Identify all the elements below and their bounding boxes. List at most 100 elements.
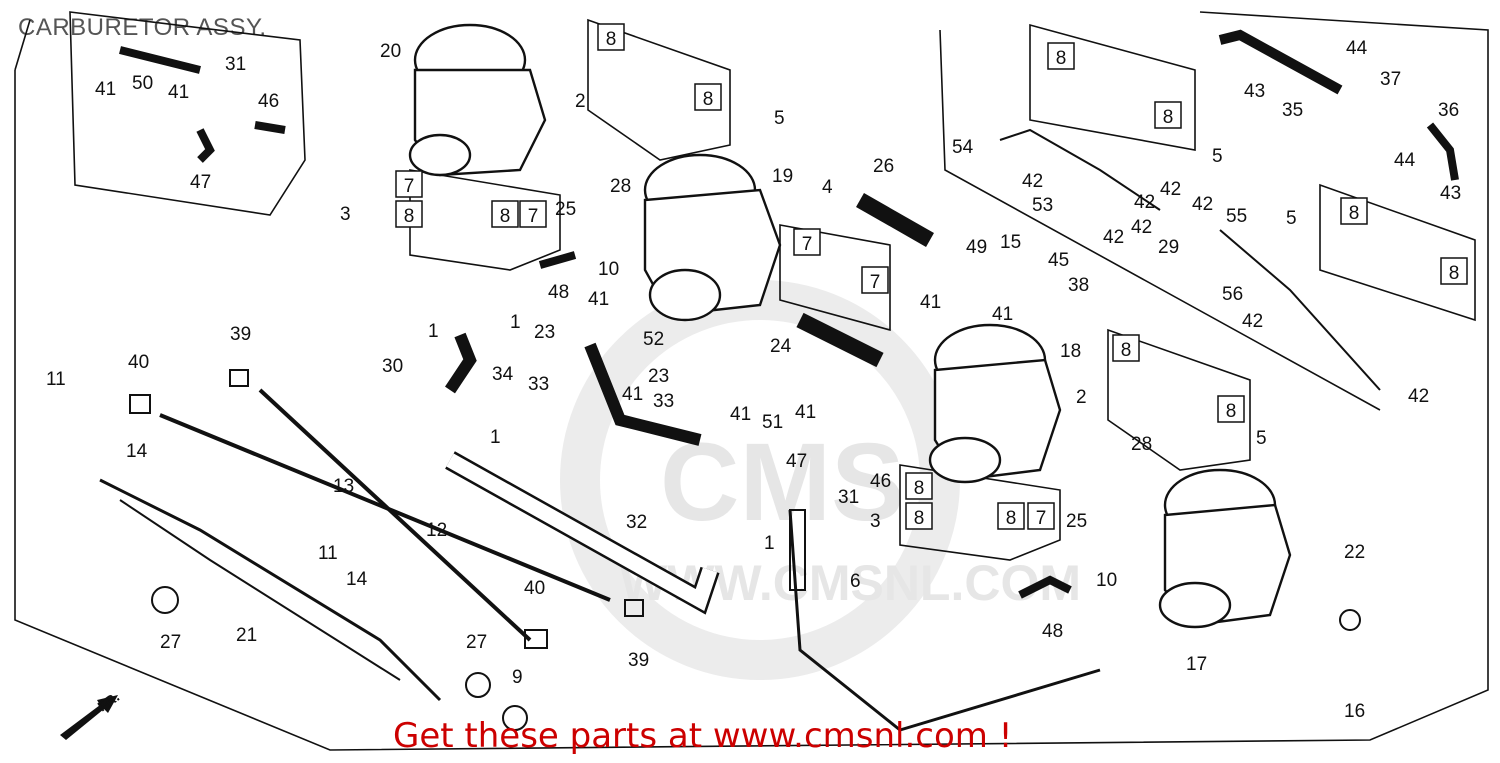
svg-text:7: 7: [404, 176, 415, 197]
callout: 46: [258, 91, 279, 112]
callout: 5: [1212, 146, 1223, 167]
svg-text:8: 8: [500, 206, 511, 227]
callout: 1: [764, 533, 775, 554]
callout: 42: [1022, 171, 1043, 192]
callout: 24: [770, 336, 792, 357]
callout: 23: [534, 322, 555, 343]
hose-32: [446, 453, 718, 611]
svg-text:7: 7: [870, 272, 881, 293]
callout: 20: [380, 41, 401, 62]
callout: 41: [95, 79, 116, 100]
hose-48-a: [538, 251, 577, 269]
svg-text:8: 8: [1006, 508, 1017, 529]
hose-48-b: [1018, 575, 1072, 599]
hose-47: [196, 128, 215, 163]
callout: 19: [772, 166, 793, 187]
callout: 42: [1408, 386, 1429, 407]
callout: 1: [490, 427, 501, 448]
callout: 10: [1096, 570, 1117, 591]
callout: 26: [873, 156, 894, 177]
callout: 33: [653, 391, 674, 412]
boxed-callout: 8: [491, 200, 519, 228]
hose-34: [445, 332, 477, 394]
boxed-callout: 7: [793, 228, 821, 256]
promo-banner[interactable]: Get these parts at www.cmsnl.com !: [393, 716, 1013, 756]
inset-box-hoses: [69, 11, 306, 216]
callout: 23: [648, 366, 669, 387]
callout: 31: [225, 54, 246, 75]
boxed-callout: 8: [905, 472, 933, 500]
carburetor-19: [643, 153, 782, 322]
carburetor-18: [928, 323, 1062, 484]
callout: 50: [132, 73, 153, 94]
pipe-56: [1219, 229, 1381, 391]
callout: 5: [1286, 208, 1297, 229]
hose-50: [119, 46, 201, 74]
callout: 22: [1344, 542, 1365, 563]
callout: 42: [1160, 179, 1181, 200]
hose-46: [254, 121, 286, 134]
callout: 5: [1256, 428, 1267, 449]
callout: 43: [1440, 183, 1461, 204]
svg-text:8: 8: [914, 508, 925, 529]
box-joint-b: [1107, 328, 1251, 471]
box-screw-b: [899, 464, 1061, 561]
callout: 44: [1346, 38, 1368, 59]
boxed-callout: 8: [1440, 257, 1468, 285]
pipe-26: [856, 193, 934, 247]
bush-27-a: [151, 586, 179, 614]
callout: 42: [1242, 311, 1263, 332]
callout: 37: [1380, 69, 1401, 90]
boxed-callout: 7: [519, 200, 547, 228]
hose-36: [1426, 122, 1459, 181]
svg-text:8: 8: [1163, 107, 1174, 128]
carburetors: [408, 23, 1292, 629]
callout: 41: [795, 402, 816, 423]
arrow-icon: [60, 695, 118, 740]
callout: 31: [838, 487, 859, 508]
boxed-callout: 8: [1154, 101, 1182, 129]
boxed-callouts: 8 8 7 8 8 7 7 8 8 8 8 7 8 8 8 8 7 8 7: [395, 23, 1468, 530]
callout: 18: [1060, 341, 1081, 362]
callout: 4: [822, 177, 833, 198]
boxed-callout: 8: [1047, 42, 1075, 70]
inset-right-edge: [939, 29, 1381, 411]
svg-text:8: 8: [606, 29, 617, 50]
callout: 15: [1000, 232, 1021, 253]
callout: 25: [555, 199, 576, 220]
bush-39-b: [624, 599, 644, 617]
hose-33: [584, 342, 702, 446]
callout: 41: [168, 82, 189, 103]
callout: 34: [492, 364, 514, 385]
hose-35: [1218, 29, 1343, 95]
callout: 14: [126, 441, 148, 462]
callout: 38: [1068, 275, 1089, 296]
callout: 41: [992, 304, 1013, 325]
callout: 1: [510, 312, 521, 333]
svg-text:7: 7: [528, 206, 539, 227]
callout: 53: [1032, 195, 1053, 216]
svg-text:8: 8: [1449, 263, 1460, 284]
svg-text:8: 8: [404, 206, 415, 227]
svg-text:8: 8: [914, 478, 925, 499]
carburetor-17: [1158, 468, 1292, 629]
callout: 11: [46, 369, 66, 390]
boxed-callout: 8: [1112, 334, 1140, 362]
svg-text:7: 7: [1036, 508, 1047, 529]
callout: 12: [426, 520, 447, 541]
callout: 35: [1282, 100, 1303, 121]
stay-21-edge: [119, 499, 401, 681]
callout-numbers: 41 50 41 31 46 47 20 2 28 19 25 3 10 48 …: [46, 38, 1461, 722]
svg-text:7: 7: [802, 234, 813, 255]
callout: 40: [128, 352, 149, 373]
callout: 42: [1192, 194, 1213, 215]
front-arrow: FR.: [60, 688, 122, 740]
stay-21: [99, 478, 442, 702]
box-joint-a: [587, 18, 731, 161]
svg-text:8: 8: [1349, 203, 1360, 224]
clip-9: [502, 705, 528, 731]
callout: 11: [318, 543, 338, 564]
bush-40-b: [524, 629, 548, 649]
boxed-callout: 8: [597, 23, 625, 51]
